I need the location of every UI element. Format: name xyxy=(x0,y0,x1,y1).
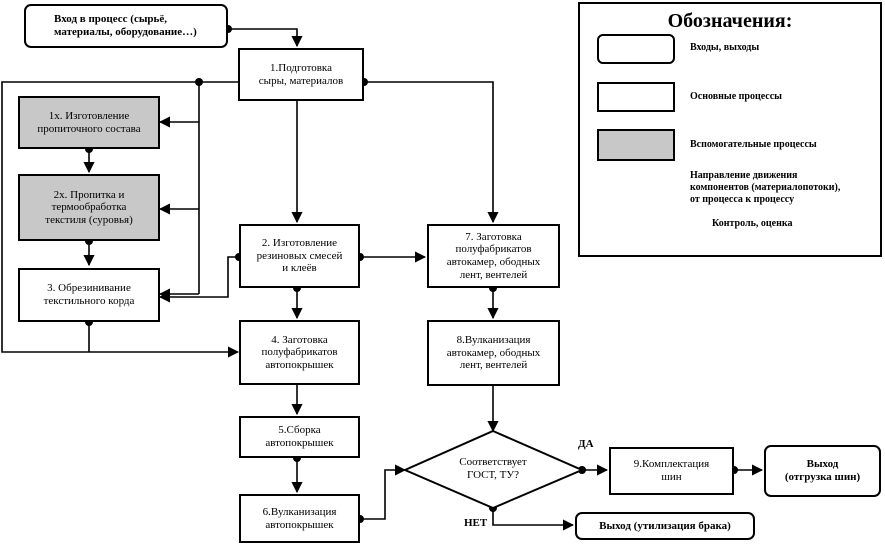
legend-flow-label: Направление движения компонентов (матери… xyxy=(690,170,841,205)
process-8-node: 8.Вулканизация автокамер, ободных лент, … xyxy=(427,320,560,386)
process-4-node: 4. Заготовка полуфабрикатов автопокрышек xyxy=(239,320,360,385)
legend-main-swatch xyxy=(597,82,675,112)
no-label: НЕТ xyxy=(464,517,488,529)
decision-label: Соответствует ГОСТ, ТУ? xyxy=(459,456,527,482)
legend-main-label: Основные процессы xyxy=(690,91,782,102)
legend-aux-swatch xyxy=(597,129,675,161)
process-2x-node: 2х. Пропитка и термообработка текстиля (… xyxy=(18,174,160,241)
decision-diamond xyxy=(402,429,585,510)
process-1x-node: 1х. Изготовление пропиточного состава xyxy=(18,96,160,149)
output-shipment-node: Выход (отгрузка шин) xyxy=(764,445,881,497)
process-2-node: 2. Изготовление резиновых смесей и клеёв xyxy=(239,224,360,288)
process-1-node: 1.Подготовка сыры, материалов xyxy=(238,48,364,101)
process-6-node: 6.Вулканизация автопокрышек xyxy=(239,494,360,543)
input-node: Вход в процесс (сырьё, материалы, оборуд… xyxy=(24,4,228,48)
yes-label: ДА xyxy=(578,438,594,450)
output-reject-node: Выход (утилизация брака) xyxy=(575,512,755,540)
process-7-node: 7. Заготовка полуфабрикатов автокамер, о… xyxy=(427,224,560,288)
legend-io-swatch xyxy=(597,34,675,64)
process-3-node: 3. Обрезинивание текстильного корда xyxy=(18,268,160,322)
legend-aux-label: Вспомогательные процессы xyxy=(690,139,817,150)
legend-title: Обозначения: xyxy=(667,10,793,32)
legend-control-label: Контроль, оценка xyxy=(712,218,793,229)
process-9-node: 9.Комплектация шин xyxy=(609,447,734,495)
legend-io-label: Входы, выходы xyxy=(690,42,760,53)
process-5-node: 5.Сборка автопокрышек xyxy=(239,416,360,458)
